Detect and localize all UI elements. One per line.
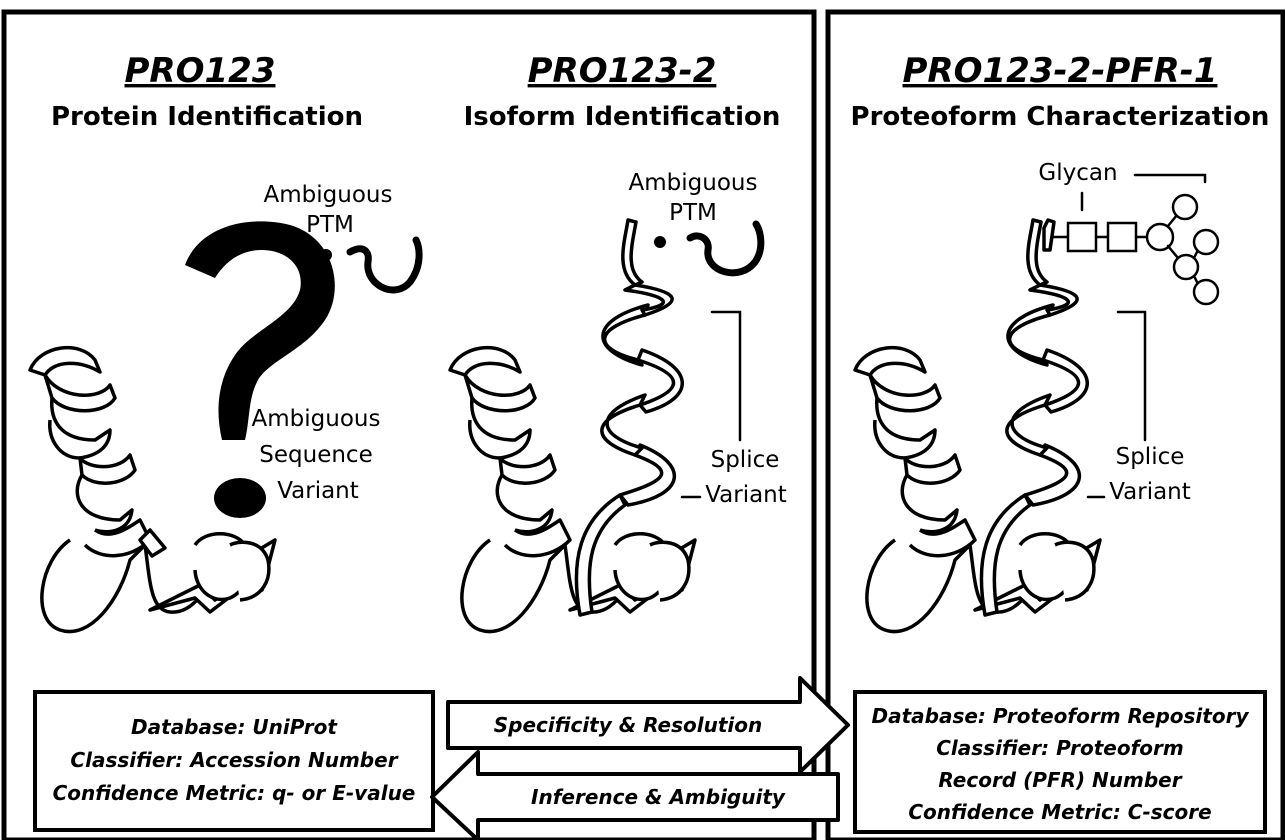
panel-2-label-ptm: PTM <box>669 200 717 226</box>
splice-bracket-2 <box>712 312 740 440</box>
ambiguous-ptm-mark-1 <box>320 240 419 290</box>
info-right-line-2: Classifier: Proteoform <box>936 736 1183 760</box>
panel-2-label-ambiguous: Ambiguous <box>629 170 758 196</box>
arrow-forward-label: Specificity & Resolution <box>494 713 763 737</box>
question-mark-icon <box>185 221 335 518</box>
panel-1-label-variant: Variant <box>277 478 359 504</box>
info-right-line-1: Database: Proteoform Repository <box>871 704 1249 728</box>
panel-3-subtitle: Proteoform Characterization <box>851 102 1270 132</box>
splice-bracket-3 <box>1118 312 1145 440</box>
panel-1-label-ptm: PTM <box>306 212 354 238</box>
panel-1-label-ambiguous: Ambiguous <box>264 182 393 208</box>
panel-2-label-variant: Variant <box>705 482 787 508</box>
panel-3-label-variant: Variant <box>1109 479 1191 505</box>
ambiguous-ptm-mark-2 <box>654 224 761 273</box>
info-right-line-4: Confidence Metric: C-score <box>908 800 1211 824</box>
arrow-backward-label: Inference & Ambiguity <box>531 785 786 809</box>
glycan-chain <box>1044 195 1218 304</box>
panel-1-label-ambiguous-2: Ambiguous <box>252 406 381 432</box>
protein-structure-3 <box>855 220 1100 632</box>
panel-2-label-splice: Splice <box>711 447 780 473</box>
panel-1-title: PRO123 <box>125 51 276 91</box>
protein-structure-2 <box>450 220 695 632</box>
panel-2-subtitle: Isoform Identification <box>464 102 781 132</box>
info-left-line-2: Classifier: Accession Number <box>70 748 398 772</box>
info-left-line-3: Confidence Metric: q- or E-value <box>53 781 416 805</box>
info-right-line-3: Record (PFR) Number <box>938 768 1182 792</box>
info-left-line-1: Database: UniProt <box>131 715 338 739</box>
panel-1-subtitle: Protein Identification <box>51 102 363 132</box>
panel-2-title: PRO123-2 <box>528 51 717 91</box>
panel-3-title: PRO123-2-PFR-1 <box>903 51 1218 91</box>
glycan-span-line <box>1135 175 1205 182</box>
panel-3-label-glycan: Glycan <box>1038 160 1117 186</box>
panel-3-label-splice: Splice <box>1116 444 1185 470</box>
panel-1-label-sequence: Sequence <box>259 442 372 468</box>
